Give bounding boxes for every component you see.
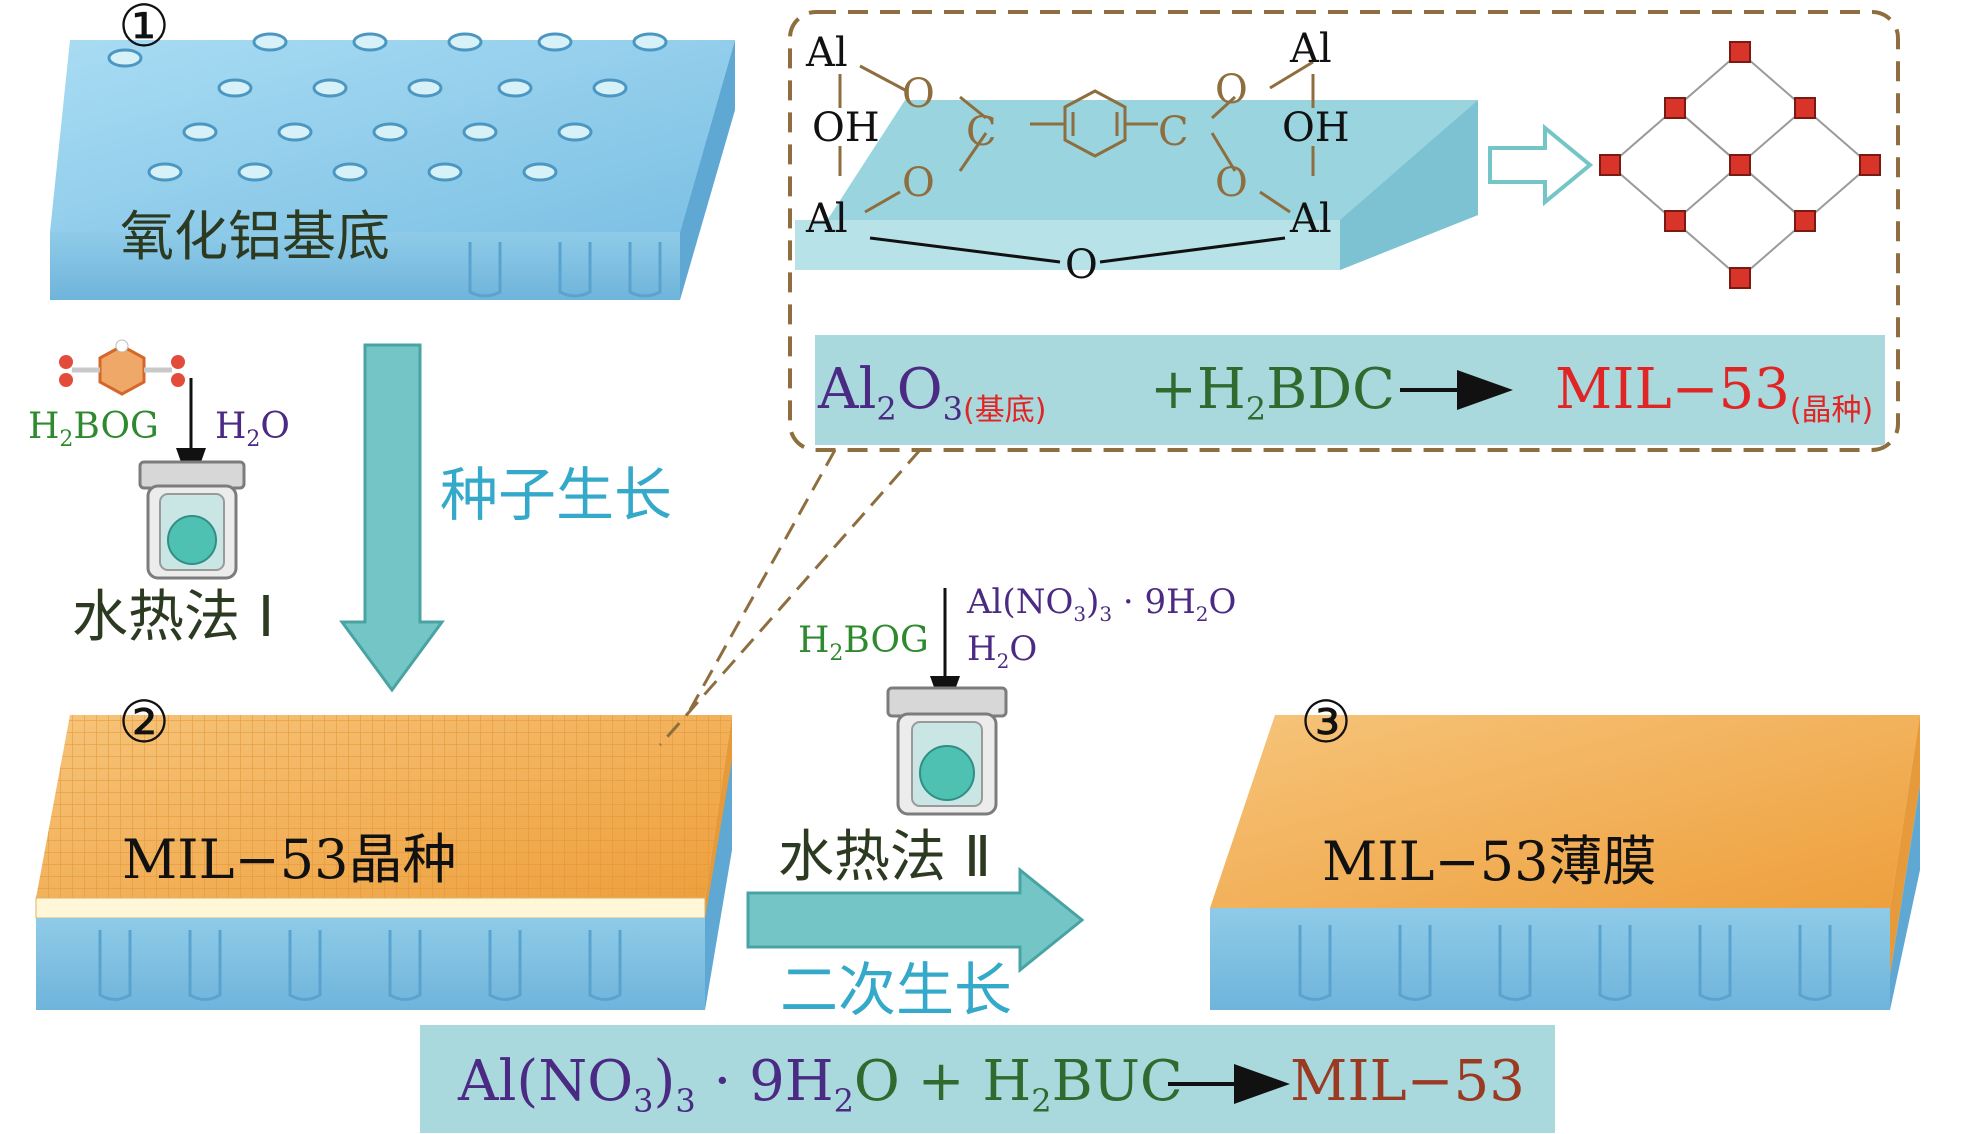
- seed-reagent-h2bog: H2BOG: [28, 406, 159, 452]
- secondary-growth-label: 二次生长: [780, 956, 1012, 1024]
- secondary-reagent-h2o: H2O: [967, 629, 1037, 673]
- bottom-equation-reactants: Al(NO3)3 · 9H2O + H2BUC: [457, 1049, 1183, 1120]
- atom-al: Al: [1289, 26, 1332, 72]
- atom-al: Al: [1289, 196, 1332, 242]
- seed-method-label: 水热法 Ⅰ: [72, 585, 274, 650]
- atom-oh: OH: [1282, 105, 1350, 151]
- bottom-equation-product: MIL−53: [1290, 1049, 1525, 1114]
- atom-o: O: [1215, 67, 1248, 113]
- atom-al: Al: [805, 196, 848, 242]
- autoclave-icon: [888, 688, 1006, 814]
- seed-growth-arrow: [342, 345, 442, 690]
- autoclave-icon: [140, 462, 244, 578]
- step2-label: MIL−53晶种: [122, 828, 456, 891]
- mof-lattice-icon: [1600, 42, 1880, 288]
- step2-marker: ②: [118, 688, 170, 756]
- inset-callout-line: [690, 450, 835, 710]
- atom-c: C: [966, 109, 997, 155]
- linker-molecule-icon: [59, 340, 185, 394]
- secondary-reagent-h2bog: H2BOG: [798, 620, 929, 666]
- step3-label: MIL−53薄膜: [1322, 830, 1656, 893]
- atom-al: Al: [805, 30, 848, 76]
- atom-o: O: [1065, 242, 1098, 288]
- atom-o: O: [902, 71, 935, 117]
- atom-o: O: [1215, 160, 1248, 206]
- step1-marker: ①: [118, 0, 170, 60]
- structure-arrow-icon: [1490, 128, 1590, 202]
- seed-growth-label: 种子生长: [440, 461, 672, 529]
- secondary-method-label: 水热法 Ⅱ: [778, 825, 991, 890]
- inset-equation-reactant2: +H2BDC: [1150, 357, 1395, 428]
- secondary-reagent-salt: Al(NO3)3 · 9H2O: [966, 582, 1236, 626]
- inset-callout-line: [660, 450, 920, 745]
- seed-reagent-h2o: H2O: [215, 406, 290, 452]
- atom-c: C: [1158, 109, 1189, 155]
- atom-o: O: [902, 160, 935, 206]
- step3-marker: ③: [1300, 688, 1352, 756]
- atom-oh: OH: [812, 105, 880, 151]
- step1-label: 氧化铝基底: [120, 205, 390, 268]
